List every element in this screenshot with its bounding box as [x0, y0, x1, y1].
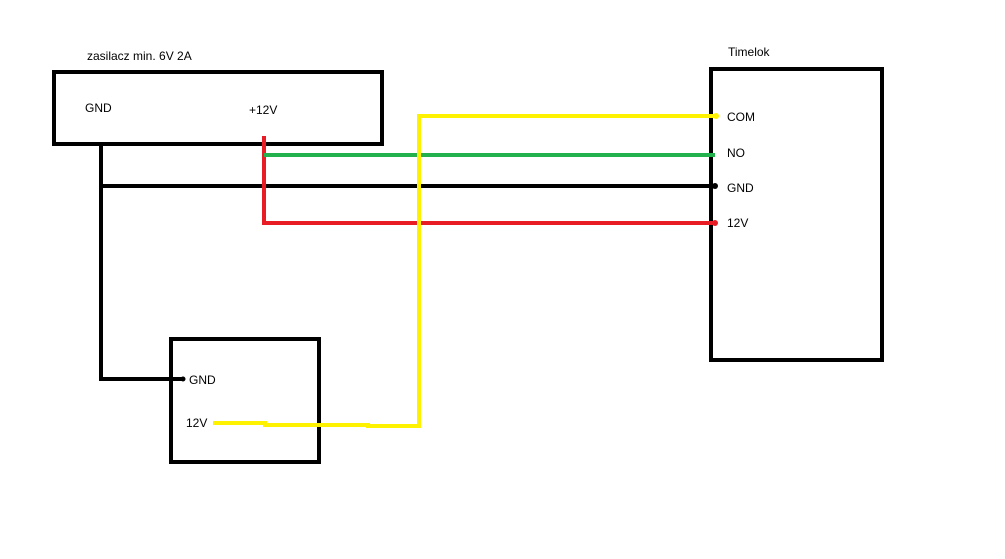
- power-supply-title: zasilacz min. 6V 2A: [87, 49, 192, 63]
- red-terminal-dot: [712, 220, 718, 226]
- power-supply-plus-label: +12V: [249, 103, 277, 117]
- timelok-title: Timelok: [728, 45, 771, 59]
- timelok-com-label: COM: [727, 110, 755, 124]
- device-gnd-terminal-dot: [180, 376, 186, 382]
- power-supply-gnd-label: GND: [85, 101, 112, 115]
- timelok-box: [709, 67, 884, 362]
- timelok-gnd-label: GND: [727, 181, 754, 195]
- device-12v-label: 12V: [186, 416, 207, 430]
- device-gnd-label: GND: [189, 373, 216, 387]
- wire-yellow-com: [213, 114, 716, 428]
- gnd-terminal-dot: [712, 183, 718, 189]
- wire-black-gnd-device: [99, 144, 183, 381]
- device-box: [169, 337, 321, 464]
- timelok-no-label: NO: [727, 146, 745, 160]
- yellow-terminal-dot: [713, 113, 719, 119]
- power-supply-box: [52, 70, 384, 146]
- timelok-12v-label: 12V: [727, 216, 748, 230]
- wire-red-12v: [262, 136, 715, 225]
